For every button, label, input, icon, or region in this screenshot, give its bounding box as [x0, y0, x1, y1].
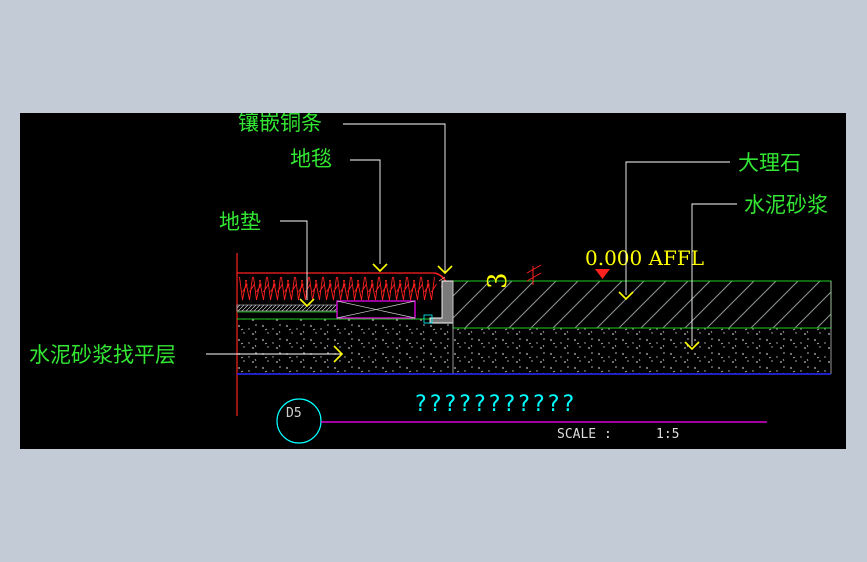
dimension-mark: 3	[483, 264, 542, 289]
carpet-strand	[315, 276, 325, 301]
carpet-strand	[351, 276, 360, 301]
dimension-text: 3	[483, 272, 513, 289]
carpet-strand	[253, 276, 262, 301]
label-carpet: 地毯	[290, 147, 332, 171]
carpet-strand	[413, 276, 423, 301]
carpet-strand	[371, 276, 381, 301]
carpet-strand	[245, 276, 255, 301]
leader-arrow-icons	[299, 263, 700, 363]
carpet-strand	[273, 276, 283, 301]
detail-title: ???????????	[414, 392, 576, 417]
carpet-strand	[239, 276, 248, 301]
carpet-strand	[329, 276, 339, 301]
copper-strip-anchor	[423, 314, 433, 324]
carpet-strand	[259, 276, 269, 301]
carpet-pile	[239, 276, 437, 301]
carpet-strand	[385, 276, 395, 301]
carpet-strand	[309, 276, 318, 301]
drawing-canvas: 3 0.000 AFFL	[20, 113, 846, 449]
carpet-strand	[427, 276, 437, 301]
floor-section-drawing: 3 0.000 AFFL	[29, 113, 832, 444]
carpet-strand	[379, 276, 388, 301]
elevation-marker-icon	[595, 269, 610, 279]
carpet-strand	[267, 276, 276, 301]
carpet-strand	[343, 276, 353, 301]
carpet-strand	[337, 276, 346, 301]
underlay-cross-line	[336, 300, 416, 319]
carpet-strand	[281, 276, 290, 301]
leader-lines	[206, 123, 737, 355]
carpet-strand	[357, 276, 367, 301]
detail-id: D5	[286, 406, 302, 421]
underlay-panel	[336, 300, 416, 319]
label-leveling-layer: 水泥砂浆找平层	[29, 343, 176, 367]
leveling-layer-left	[237, 319, 453, 374]
marble-slab	[452, 280, 832, 329]
elevation-text: 0.000 AFFL	[585, 246, 704, 270]
carpet-strand	[407, 276, 416, 301]
underlay-strip	[236, 304, 338, 312]
detail-bubble	[276, 398, 322, 444]
carpet-strand	[399, 276, 409, 301]
carpet-strand	[365, 276, 374, 301]
label-copper-strip: 镶嵌铜条	[238, 113, 322, 135]
label-mortar: 水泥砂浆	[744, 193, 828, 217]
label-underlay: 地垫	[219, 210, 261, 234]
mortar-layer-right	[453, 328, 831, 374]
label-marble: 大理石	[738, 151, 801, 175]
carpet-strand	[393, 276, 402, 301]
carpet-strand	[287, 276, 297, 301]
carpet-strand	[421, 276, 430, 301]
scale-value: 1:5	[656, 427, 679, 442]
carpet-strand	[323, 276, 332, 301]
scale-label: SCALE :	[557, 427, 612, 442]
carpet-strand	[295, 276, 304, 301]
